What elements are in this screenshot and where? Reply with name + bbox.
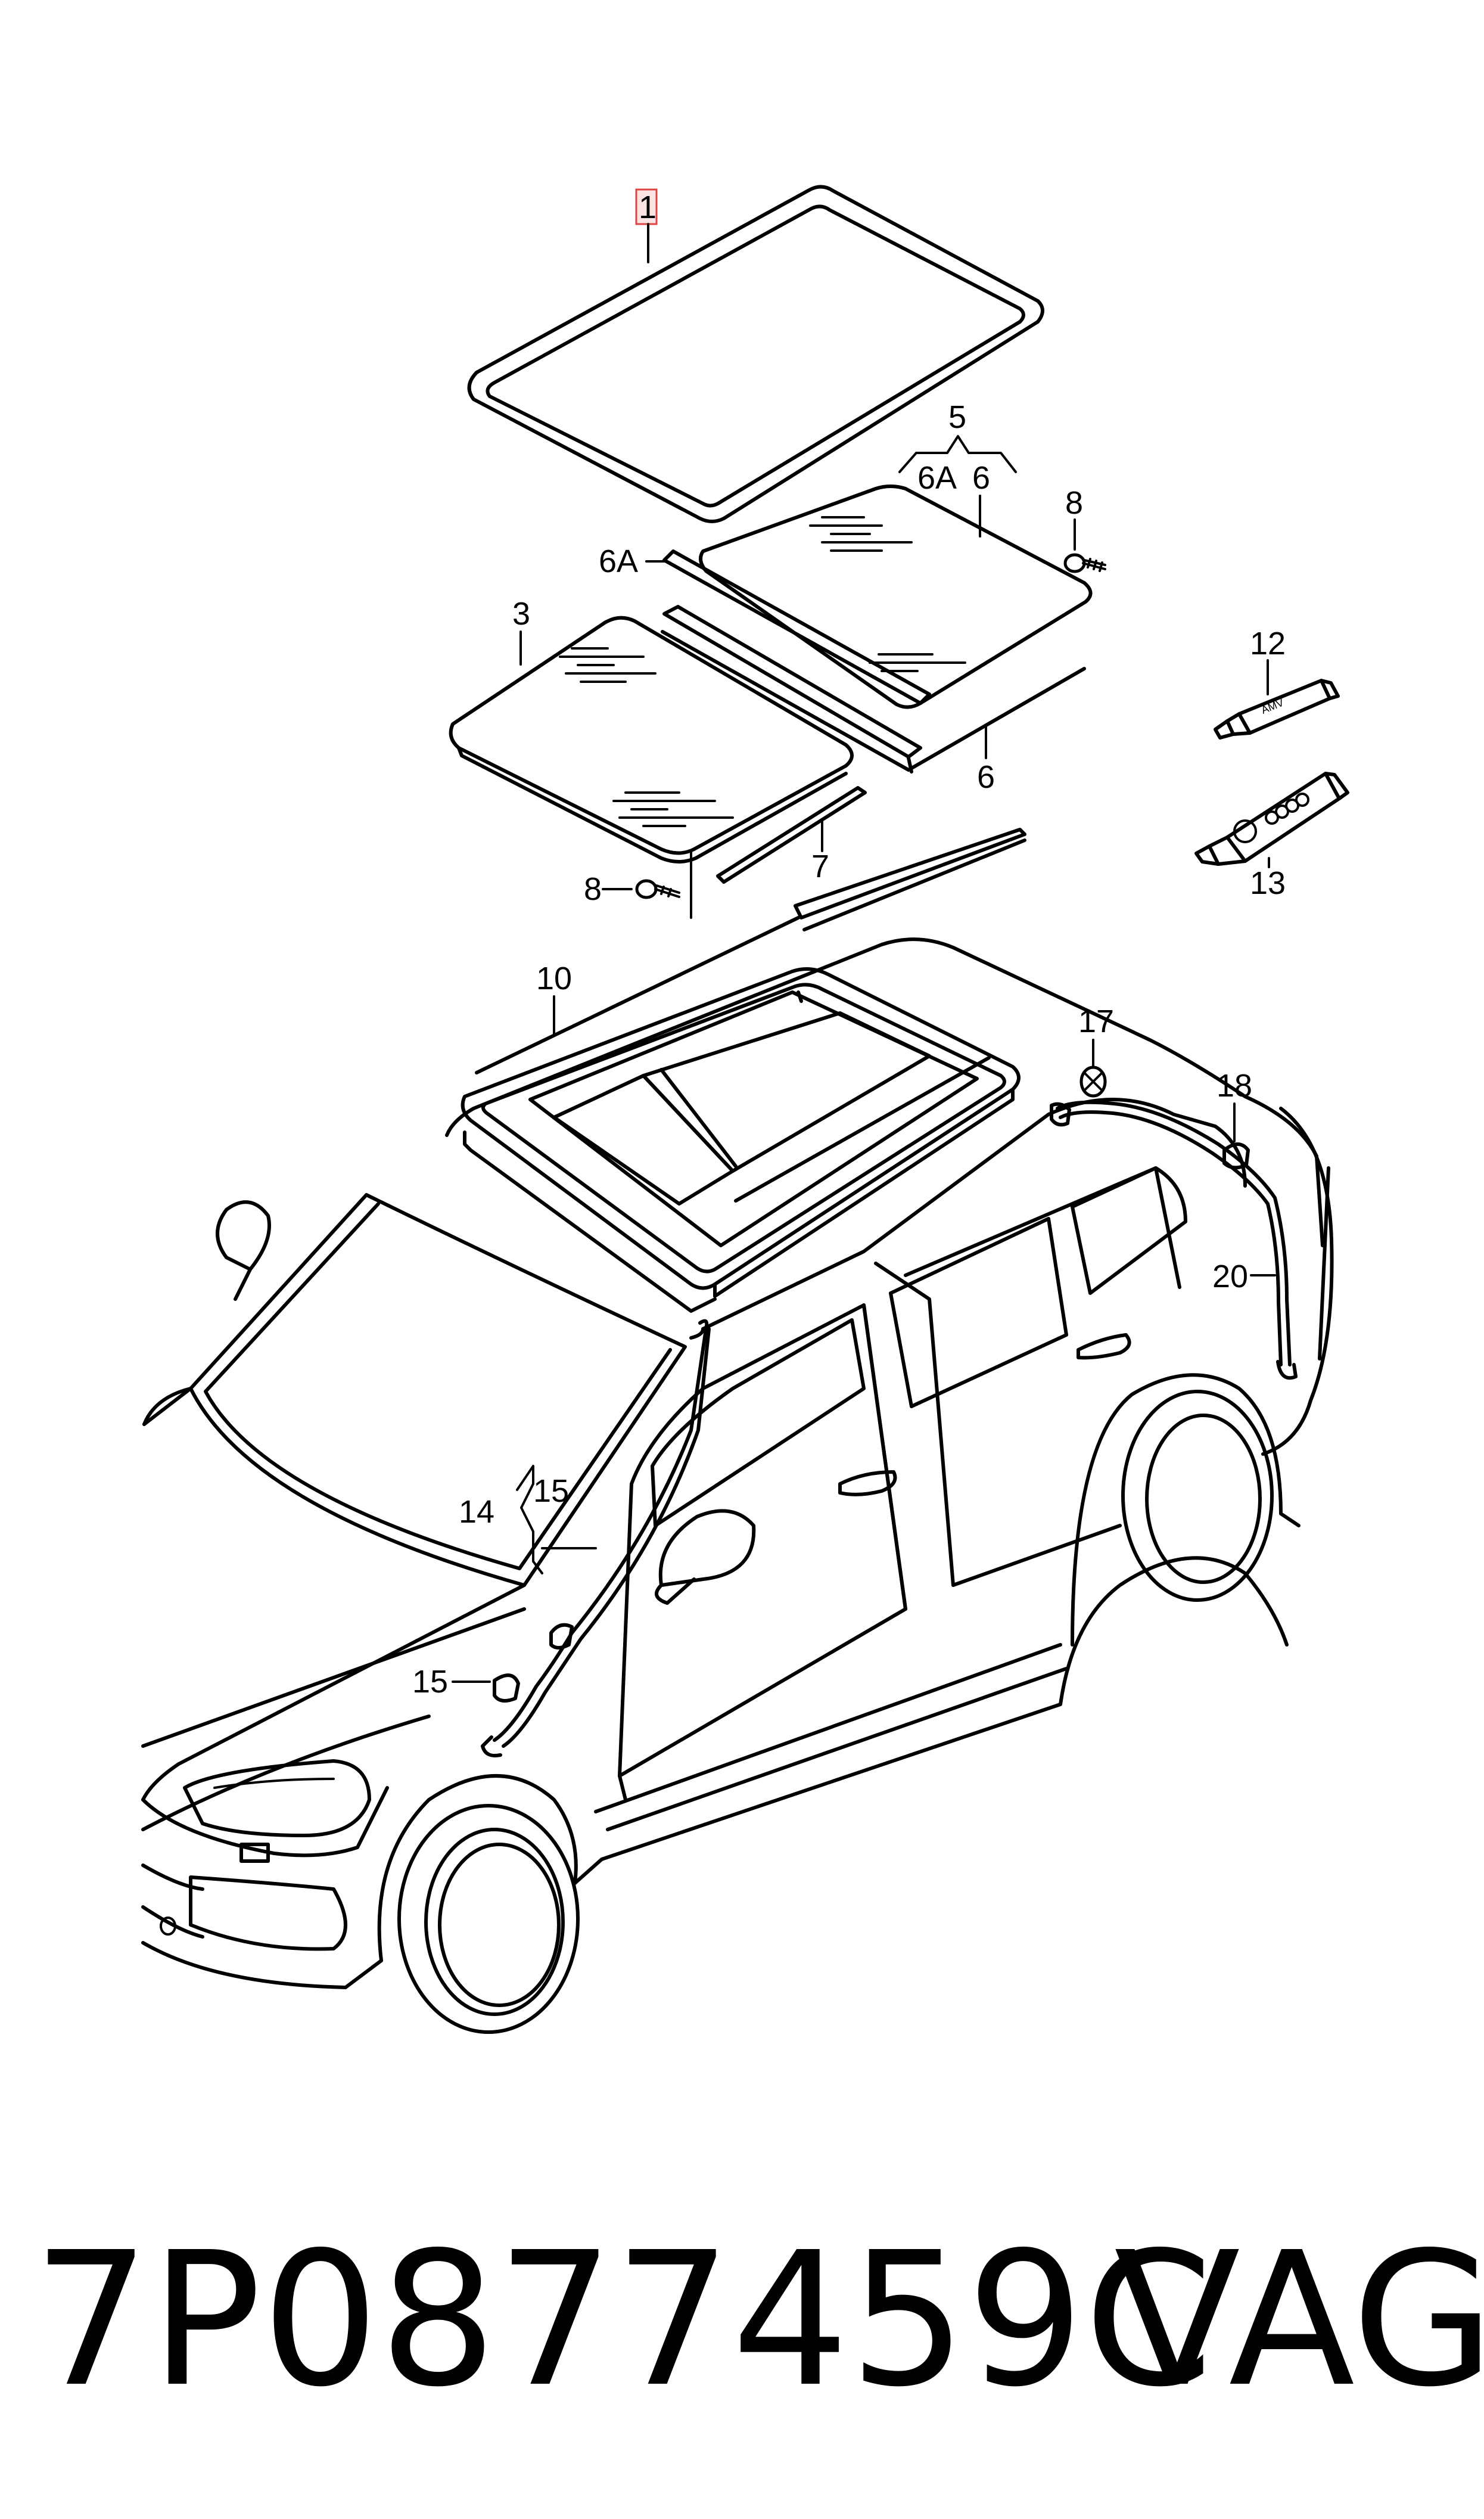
sunroof-seal-frame[interactable] (467, 185, 1044, 523)
vehicle-outline (141, 937, 1334, 2034)
callout-14[interactable]: 14 (459, 1494, 494, 1530)
callout-15-upper[interactable]: 15 (533, 1473, 569, 1509)
clip-icon[interactable] (1222, 1142, 1250, 1170)
callout-18[interactable]: 18 (1217, 1068, 1252, 1104)
callout-15-lower[interactable]: 15 (412, 1664, 448, 1700)
callout-8-bottom[interactable]: 8 (584, 871, 602, 907)
brand: VAG (1114, 2213, 1484, 2428)
screw-icon-lower[interactable] (635, 879, 680, 899)
callout-6-lower[interactable]: 6 (977, 759, 995, 795)
callout-5-sub-6[interactable]: 6 (972, 460, 990, 496)
grommet-icon[interactable] (1079, 1066, 1107, 1098)
callout-8-top[interactable]: 8 (1065, 485, 1083, 521)
front-drain-hose[interactable] (481, 1319, 711, 1757)
part-number: 7P0877459C (33, 2213, 1213, 2428)
callout-7[interactable]: 7 (811, 849, 829, 884)
tube-label: AMV (1259, 697, 1286, 716)
callout-1-highlight (635, 188, 658, 225)
callout-10[interactable]: 10 (536, 961, 572, 996)
callout-6A[interactable]: 6A (599, 543, 638, 579)
rear-glass-panel[interactable] (449, 616, 854, 864)
callout-1[interactable]: 1 (639, 190, 657, 225)
callout-20[interactable]: 20 (1212, 1259, 1248, 1294)
bracket-5 (898, 435, 1017, 473)
sealant-tube-13[interactable] (1194, 772, 1349, 866)
callout-5-sub-6A[interactable]: 6A (917, 460, 957, 496)
callout-17[interactable]: 17 (1078, 1004, 1114, 1039)
hose-clip-icon[interactable] (493, 1673, 520, 1703)
rear-drain-hose[interactable] (1050, 1100, 1298, 1380)
front-glass-panel[interactable] (699, 484, 1093, 709)
callout-5[interactable]: 5 (948, 399, 966, 435)
callout-3[interactable]: 3 (512, 596, 530, 632)
glass-panel-seal-strips[interactable] (661, 549, 1086, 774)
callout-12[interactable]: 12 (1250, 626, 1286, 661)
deflector-strip[interactable] (716, 786, 867, 884)
bracket-14 (516, 1465, 543, 1574)
sealant-tube-12[interactable]: AMV (1214, 679, 1340, 740)
screw-icon[interactable] (1063, 553, 1106, 573)
sunroof-frame-on-vehicle[interactable] (461, 828, 1247, 1340)
callout-13[interactable]: 13 (1250, 865, 1286, 901)
